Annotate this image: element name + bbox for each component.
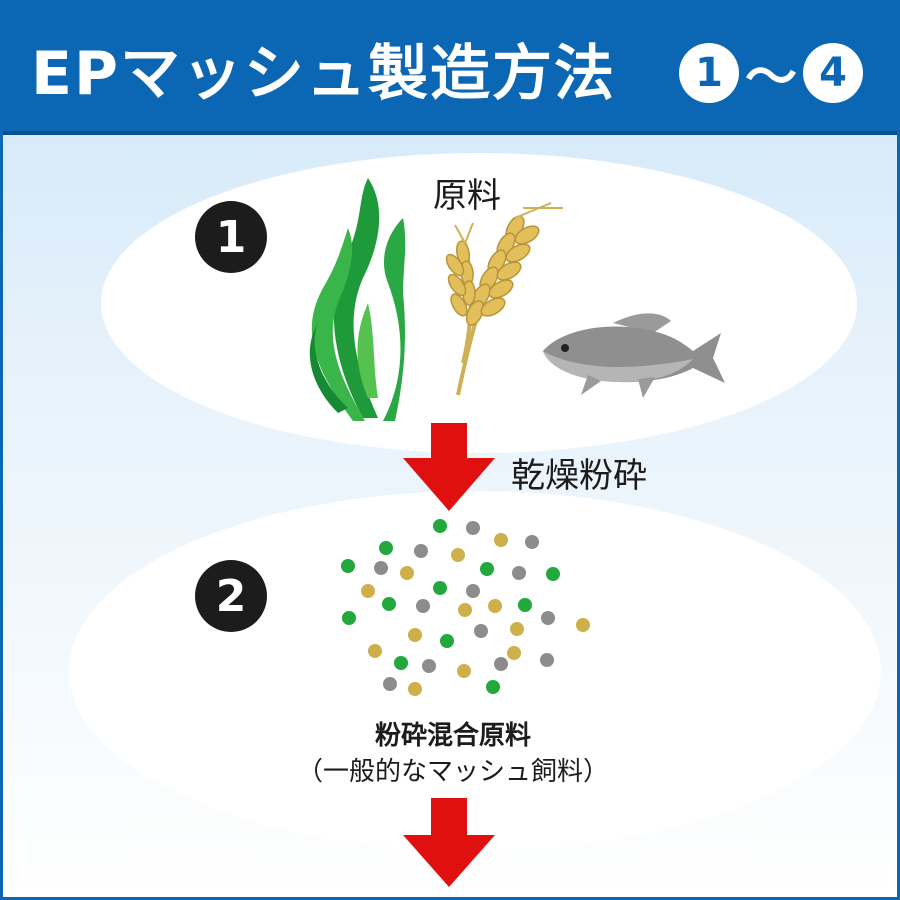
step1-number: 1 xyxy=(195,201,267,273)
step-range: 1 〜 4 xyxy=(678,35,863,110)
fish-icon xyxy=(543,313,725,398)
arrow-dry-grind xyxy=(403,423,495,511)
step2-oval xyxy=(69,491,881,851)
badge-start: 1 xyxy=(678,42,739,103)
page-title: EPマッシュ製造方法 xyxy=(31,39,616,109)
arrow-next xyxy=(403,798,495,887)
badge-end: 4 xyxy=(803,42,863,103)
dry-grind-label: 乾燥粉砕 xyxy=(511,456,647,496)
seaweed-icon xyxy=(309,178,406,421)
step2-number: 2 xyxy=(195,560,267,632)
wheat-icon xyxy=(445,202,563,396)
tilde: 〜 xyxy=(744,48,797,108)
header-bar: EPマッシュ製造方法 1 〜 4 xyxy=(3,3,897,135)
diagram-artwork xyxy=(309,178,725,887)
powder-particles xyxy=(341,519,590,696)
mash-feed-sublabel: （一般的なマッシュ飼料） xyxy=(296,757,609,787)
raw-material-label: 原料 xyxy=(433,176,501,216)
mixed-material-label: 粉砕混合原料 xyxy=(374,721,531,751)
